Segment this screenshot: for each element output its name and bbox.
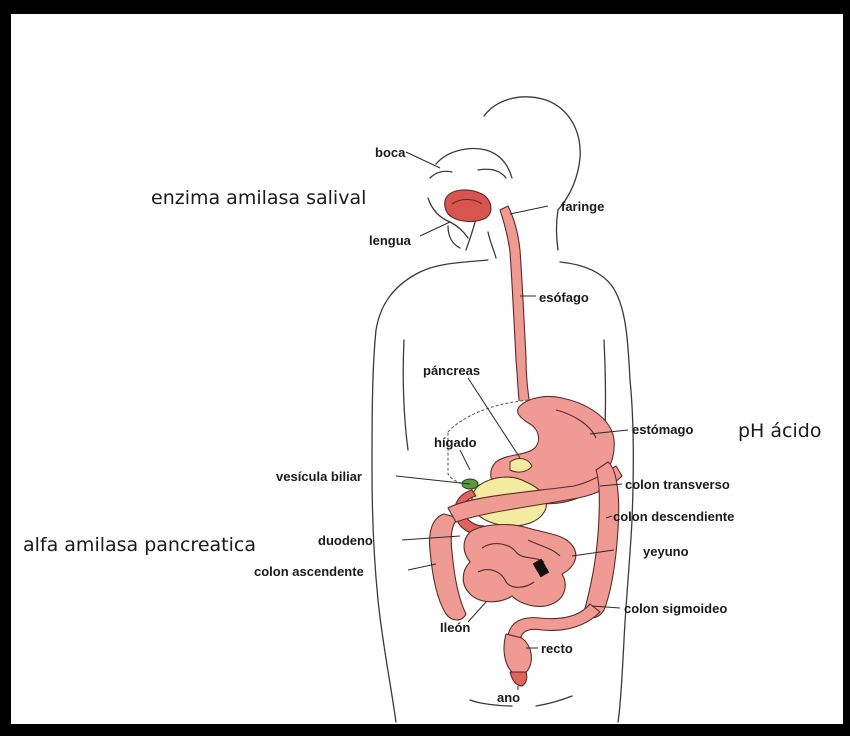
label-estomago: estómago (632, 422, 693, 437)
label-recto: recto (541, 641, 573, 656)
annotation-ph-acido: pH ácido (738, 420, 821, 442)
label-ileon: Ileón (440, 620, 470, 635)
label-boca: boca (375, 145, 406, 160)
annotation-amilasa-pancreatica: alfa amilasa pancreatica (23, 534, 256, 556)
label-colon-sigmoideo: colon sigmoideo (624, 601, 727, 616)
label-colon-transverso: colon transverso (625, 477, 730, 492)
label-duodeno: duodeno (318, 533, 373, 548)
label-vesicula-biliar: vesícula biliar (276, 469, 362, 484)
label-ano: ano (497, 690, 520, 705)
label-esofago: esófago (539, 290, 589, 305)
label-faringe: faringe (561, 199, 604, 214)
annotation-amilasa-salival: enzima amilasa salival (151, 187, 366, 209)
label-yeyuno: yeyuno (643, 544, 689, 559)
label-higado: hígado (434, 435, 477, 450)
label-lengua: lengua (369, 233, 412, 248)
label-colon-descendiente: colon descendiente (613, 509, 734, 524)
esophagus (500, 206, 530, 408)
label-colon-ascendente: colon ascendente (254, 564, 364, 579)
label-pancreas: páncreas (423, 363, 480, 378)
small-intestine (463, 525, 576, 607)
head-cross-section (428, 149, 512, 258)
